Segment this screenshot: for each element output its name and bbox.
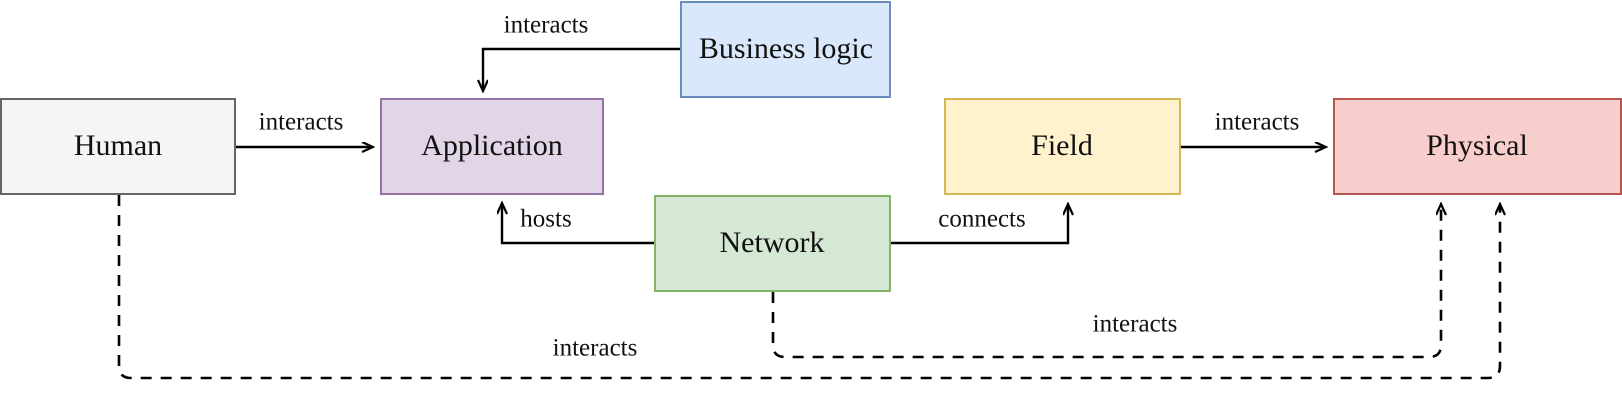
node-label-field: Field	[1031, 129, 1093, 162]
edge-human-to-application: interacts	[236, 109, 372, 147]
node-rect-business-logic[interactable]	[680, 1, 891, 98]
edge-network-to-physical: interacts	[771, 205, 1441, 359]
edge-business-logic-to-application: interacts	[483, 12, 680, 90]
node-field[interactable]: Field	[944, 98, 1181, 195]
node-application[interactable]: Application	[380, 98, 604, 195]
edge-label-network-to-physical: interacts	[1093, 311, 1178, 338]
edge-line-network-to-physical	[771, 205, 1441, 359]
node-label-network: Network	[720, 226, 825, 259]
edge-label-human-to-application: interacts	[259, 109, 344, 136]
node-human[interactable]: Human	[0, 98, 236, 195]
edge-line-network-to-field	[891, 205, 1068, 245]
node-rect-human[interactable]	[0, 98, 236, 195]
node-rect-field[interactable]	[944, 98, 1181, 195]
node-rect-physical[interactable]	[1333, 98, 1622, 195]
edge-line-human-to-physical	[117, 195, 1500, 380]
node-physical[interactable]: Physical	[1333, 98, 1622, 195]
node-label-business-logic: Business logic	[699, 32, 873, 65]
node-label-application: Application	[421, 129, 563, 162]
edge-label-business-logic-to-application: interacts	[504, 12, 589, 39]
edge-label-network-to-application: hosts	[520, 206, 571, 233]
edge-line-business-logic-to-application	[483, 47, 680, 90]
node-business-logic[interactable]: Business logic	[680, 1, 891, 98]
node-network[interactable]: Network	[654, 195, 891, 292]
node-label-human: Human	[74, 129, 162, 162]
node-rect-network[interactable]	[654, 195, 891, 292]
edge-field-to-physical: interacts	[1181, 109, 1325, 147]
edge-line-network-to-application	[502, 204, 654, 245]
edge-human-to-physical: interacts	[117, 195, 1500, 380]
edge-label-network-to-field: connects	[938, 206, 1025, 233]
edge-network-to-field: connects	[891, 205, 1068, 245]
edge-label-human-to-physical: interacts	[553, 335, 638, 362]
node-label-physical: Physical	[1426, 129, 1528, 162]
node-rect-application[interactable]	[380, 98, 604, 195]
edge-network-to-application: hosts	[502, 204, 654, 245]
edge-label-field-to-physical: interacts	[1215, 109, 1300, 136]
